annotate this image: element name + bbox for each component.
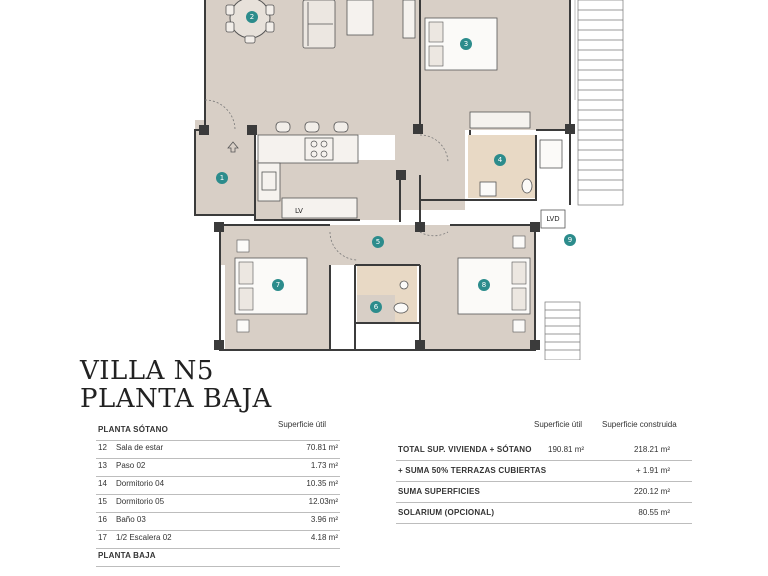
bar-stools [275, 121, 349, 133]
left-area-table: Superficie útil PLANTA SÓTANO 12 Sala de… [96, 418, 340, 576]
hall-floor-1 [395, 130, 465, 210]
table-row: 14 Dormitorio 04 10.35 m² [96, 476, 340, 495]
table-row: TOTAL SUP. VIVIENDA + SÓTANO 190.81 m² 2… [396, 442, 692, 461]
floor-plan: LV LVD [194, 0, 624, 360]
stairs-bottom-right [544, 301, 581, 360]
lv-label: LV [295, 207, 303, 215]
room-marker-6 [370, 301, 382, 313]
bathroom-6-fixtures [393, 280, 409, 314]
table-row: 12 Sala de estar 70.81 m² [96, 440, 340, 459]
room-marker-5 [372, 236, 384, 248]
cooktop [310, 140, 328, 158]
entry-arrow-icon [227, 141, 239, 153]
walls [194, 0, 571, 351]
bathroom-4-fixtures [479, 139, 563, 197]
kitchen-counters [257, 134, 359, 219]
tv-cabinet [402, 0, 416, 39]
svg-text:3: 3 [464, 40, 468, 48]
lvd-box [540, 209, 566, 229]
svg-text:2: 2 [250, 13, 254, 21]
title-line-1: VILLA N5 [80, 356, 214, 386]
columns [199, 124, 575, 350]
section-header-baja: PLANTA BAJA [96, 548, 340, 567]
right-area-table: Superficie útil Superficie construida TO… [396, 418, 696, 528]
svg-text:8: 8 [482, 281, 486, 289]
svg-text:9: 9 [568, 236, 572, 244]
table-row: + SUMA 50% TERRAZAS CUBIERTAS + 1.91 m² [396, 463, 692, 482]
room-marker-1 [216, 172, 228, 184]
lvd-label: LVD [546, 215, 559, 223]
table-row: SUMA SUPERFICIES 220.12 m² [396, 484, 692, 503]
title-line-2: PLANTA BAJA [80, 384, 272, 414]
table-row: 13 Paso 02 1.73 m² [96, 458, 340, 477]
right-table-col-header-construida: Superficie construida [602, 420, 677, 429]
svg-text:4: 4 [498, 156, 503, 164]
left-table-col-header: Superficie útil [278, 420, 327, 429]
room-marker-3 [460, 38, 472, 50]
svg-text:5: 5 [376, 238, 380, 246]
room-marker-2 [246, 11, 258, 23]
section-header-sotano: PLANTA SÓTANO [96, 422, 340, 441]
svg-text:6: 6 [374, 303, 379, 311]
svg-text:1: 1 [220, 174, 224, 182]
room-marker-7 [272, 279, 284, 291]
table-row: SOLARIUM (OPCIONAL) 80.55 m² [396, 505, 692, 524]
room-markers: 1 2 3 4 5 6 7 8 9 [216, 11, 576, 313]
bed-7 [234, 239, 308, 333]
entrance-floor [195, 120, 255, 215]
bed-8 [457, 235, 531, 333]
svg-text:7: 7 [276, 281, 280, 289]
sofa [302, 0, 336, 49]
table-row: 15 Dormitorio 05 12.03m² [96, 494, 340, 513]
room-marker-8 [478, 279, 490, 291]
room-marker-9 [564, 234, 576, 246]
wardrobe-3 [469, 111, 531, 129]
right-table-col-header-util: Superficie útil [534, 420, 583, 429]
table-row: 17 1/2 Escalera 02 4.18 m² [96, 530, 340, 549]
coffee-table [346, 0, 374, 36]
table-row: 16 Baño 03 3.96 m² [96, 512, 340, 531]
room-marker-4 [494, 154, 506, 166]
stairs-top-right [577, 0, 624, 206]
